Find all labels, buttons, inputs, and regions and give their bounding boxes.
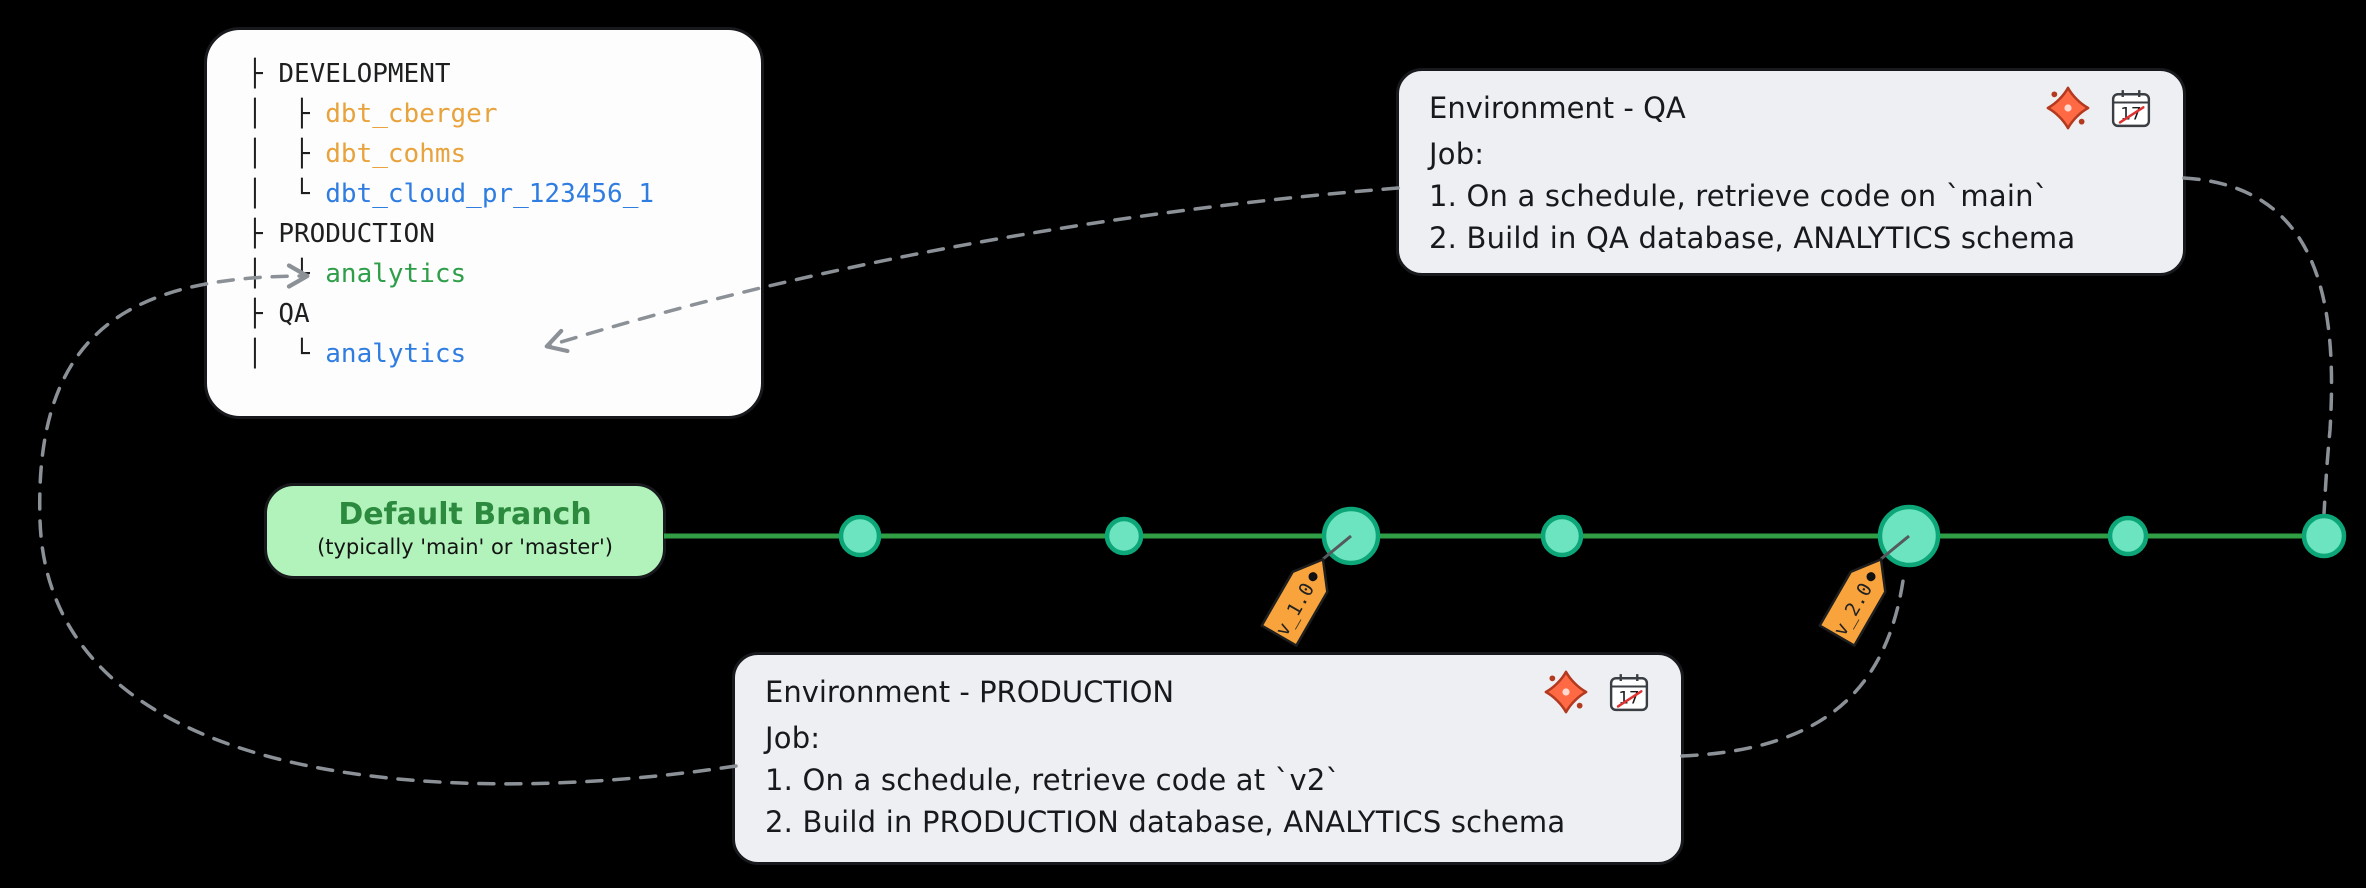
prod-card-title: Environment - PRODUCTION <box>765 675 1175 709</box>
version-tag-v1: v_1.0 <box>1260 534 1352 647</box>
tag-shape <box>1260 558 1329 647</box>
connector-qa-card-to-latest-commit <box>2182 176 2334 516</box>
dbt-icon <box>2046 86 2090 130</box>
tree-branch-glyph: │ └ <box>247 179 326 209</box>
tree-item-name: QA <box>278 299 310 329</box>
schema-tree-card: ├ DEVELOPMENT │ ├ dbt_cberger │ ├ dbt_co… <box>204 27 764 419</box>
tree-item-name: dbt_cohms <box>325 139 467 169</box>
commit-node-latest <box>2301 513 2347 559</box>
tree-branch-glyph: ├ <box>247 219 279 249</box>
production-environment-card: Environment - PRODUCTION 17 Job: <box>732 652 1684 865</box>
default-branch-title: Default Branch <box>338 497 592 532</box>
tree-item-development: ├ DEVELOPMENT <box>247 54 743 94</box>
tag-shape <box>1818 558 1887 647</box>
commit-nodes <box>838 504 2347 568</box>
tree-item-qa-analytics: │ └ analytics <box>247 334 743 374</box>
tree-branch-glyph: ├ <box>247 59 279 89</box>
qa-environment-card: Environment - QA 17 Job: 1. <box>1396 68 2186 276</box>
tree-item-dbt-cberger: │ ├ dbt_cberger <box>247 94 743 134</box>
calendar-icon: 17 <box>2111 90 2151 128</box>
tree-item-name: DEVELOPMENT <box>278 59 451 89</box>
tree-branch-glyph: │ └ <box>247 259 326 289</box>
default-branch-subtitle: (typically 'main' or 'master') <box>317 535 613 559</box>
tag-string <box>1322 534 1352 561</box>
tree-branch-glyph: ├ <box>247 299 279 329</box>
dbt-icon <box>1544 670 1588 714</box>
prod-card-icons: 17 <box>1543 669 1651 715</box>
commit-node-tagged-v2 <box>1877 504 1941 568</box>
commit-node <box>1540 514 1584 558</box>
tree-item-production: ├ PRODUCTION <box>247 214 743 254</box>
tree-item-name: dbt_cloud_pr_123456_1 <box>325 179 655 209</box>
tree-branch-glyph: │ ├ <box>247 139 326 169</box>
qa-job-step-2: 2. Build in QA database, ANALYTICS schem… <box>1429 221 2076 255</box>
prod-job-step-2: 2. Build in PRODUCTION database, ANALYTI… <box>765 805 1566 839</box>
tree-item-qa: ├ QA <box>247 294 743 334</box>
calendar-icon: 17 <box>1609 674 1649 712</box>
tag-hole <box>1866 572 1876 582</box>
tree-item-name: dbt_cberger <box>325 99 498 129</box>
tree-item-prod-analytics: │ └ analytics <box>247 254 743 294</box>
default-branch-box: Default Branch (typically 'main' or 'mas… <box>264 483 666 579</box>
tree-item-name: analytics <box>325 259 467 289</box>
tree-item-name: PRODUCTION <box>278 219 435 249</box>
tag-label-v1: v_1.0 <box>1271 579 1319 640</box>
tag-string <box>1880 534 1910 561</box>
prod-card-title-row: Environment - PRODUCTION 17 <box>765 667 1651 717</box>
prod-job-step-1: 1. On a schedule, retrieve code at `v2` <box>765 763 1341 797</box>
tag-label-v2: v_2.0 <box>1829 579 1877 640</box>
tag-hole <box>1308 572 1318 582</box>
qa-card-title-row: Environment - QA 17 <box>1429 83 2153 133</box>
qa-job-label: Job: <box>1429 137 1485 171</box>
qa-job-step-1: 1. On a schedule, retrieve code on `main… <box>1429 179 2049 213</box>
tree-branch-glyph: │ └ <box>247 339 326 369</box>
commit-node-tagged-v1 <box>1321 506 1381 566</box>
commit-node <box>2107 515 2149 557</box>
prod-job-label: Job: <box>765 721 821 755</box>
commit-node <box>1104 516 1144 556</box>
tree-item-name: analytics <box>325 339 467 369</box>
tree-item-dbt-cloud-pr: │ └ dbt_cloud_pr_123456_1 <box>247 174 743 214</box>
version-tag-v2: v_2.0 <box>1818 534 1910 647</box>
connector-prod-card-to-v2-commit <box>1680 572 1906 758</box>
tree-branch-glyph: │ ├ <box>247 99 326 129</box>
tree-item-dbt-cohms: │ ├ dbt_cohms <box>247 134 743 174</box>
qa-card-title: Environment - QA <box>1429 91 1686 125</box>
commit-node <box>838 514 882 558</box>
qa-card-icons: 17 <box>2045 85 2153 131</box>
